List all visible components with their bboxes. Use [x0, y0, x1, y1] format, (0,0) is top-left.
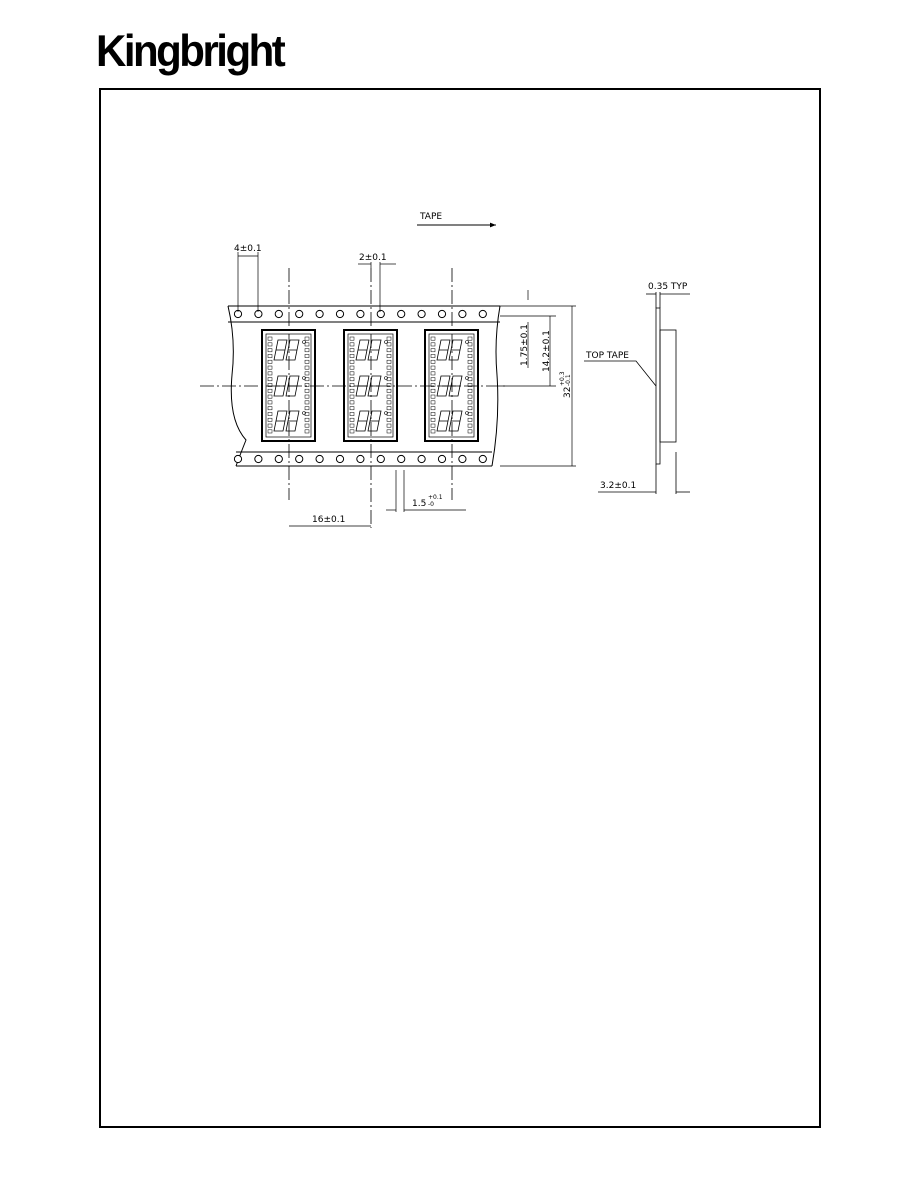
component-pockets [261, 329, 479, 442]
dim-hole-dia-tol-plus: +0.1 [428, 494, 443, 501]
dim-hole-dia-label: 1.5 [412, 499, 426, 509]
sprocket-hole [417, 454, 426, 464]
sprocket-hole [315, 309, 324, 319]
sprocket-hole [437, 309, 447, 319]
top-tape-callout: TOP TAPE [585, 351, 629, 361]
sprocket-hole [315, 454, 324, 464]
sprocket-hole [417, 309, 426, 319]
sprocket-hole [335, 309, 345, 319]
sprocket-hole [478, 309, 487, 319]
sprocket-hole [335, 454, 345, 464]
sprocket-hole [397, 454, 406, 464]
dim-hole-offset [358, 262, 396, 312]
sprocket-hole [254, 309, 263, 319]
dim-tape-width-tol-minus: -0.1 [565, 374, 572, 386]
sprocket-hole [295, 309, 304, 319]
dim-pocket-depth-label: 3.2±0.1 [600, 481, 636, 491]
pocket [261, 329, 316, 442]
sprocket-holes [233, 309, 487, 464]
sprocket-hole [437, 454, 447, 464]
sprocket-hole [458, 309, 467, 319]
drawing-frame [99, 88, 821, 1128]
sprocket-hole [458, 454, 467, 464]
dim-tape-width-tol-plus: +0.3 [559, 371, 566, 386]
sprocket-hole [233, 454, 243, 464]
kingbright-logo: Kingbright [96, 26, 286, 76]
pocket [343, 329, 398, 442]
sprocket-hole [478, 454, 487, 464]
tape-direction-label: TAPE [419, 212, 442, 222]
dim-tape-width-label: 32 [563, 387, 573, 398]
dim-hole-to-center-label: 14.2±0.1 [542, 330, 552, 372]
dim-top-tape-thickness-label: 0.35 TYP [648, 282, 688, 292]
sprocket-hole [376, 309, 385, 319]
dim-hole-dia-tol-minus: -0 [428, 501, 434, 508]
side-view [584, 292, 690, 494]
sprocket-hole [274, 454, 283, 464]
sprocket-hole [376, 454, 385, 464]
sprocket-hole [356, 309, 365, 319]
dim-bottom-group [289, 470, 466, 527]
dim-pocket-pitch-label: 16±0.1 [312, 515, 345, 525]
dim-hole-pitch [237, 252, 259, 312]
sprocket-hole [254, 454, 263, 464]
pocket [424, 329, 479, 442]
carrier-tape [227, 305, 501, 467]
dim-edge-to-hole-label: 1.75±0.1 [520, 324, 530, 366]
sprocket-hole [295, 454, 304, 464]
dim-hole-offset-label: 2±0.1 [359, 253, 387, 263]
sprocket-hole [397, 309, 406, 319]
sprocket-hole [356, 454, 365, 464]
sprocket-hole [274, 309, 283, 319]
tape-direction-arrow: TAPE [417, 212, 496, 228]
dim-vertical-group [500, 290, 576, 467]
dim-hole-pitch-label: 4±0.1 [234, 244, 262, 254]
